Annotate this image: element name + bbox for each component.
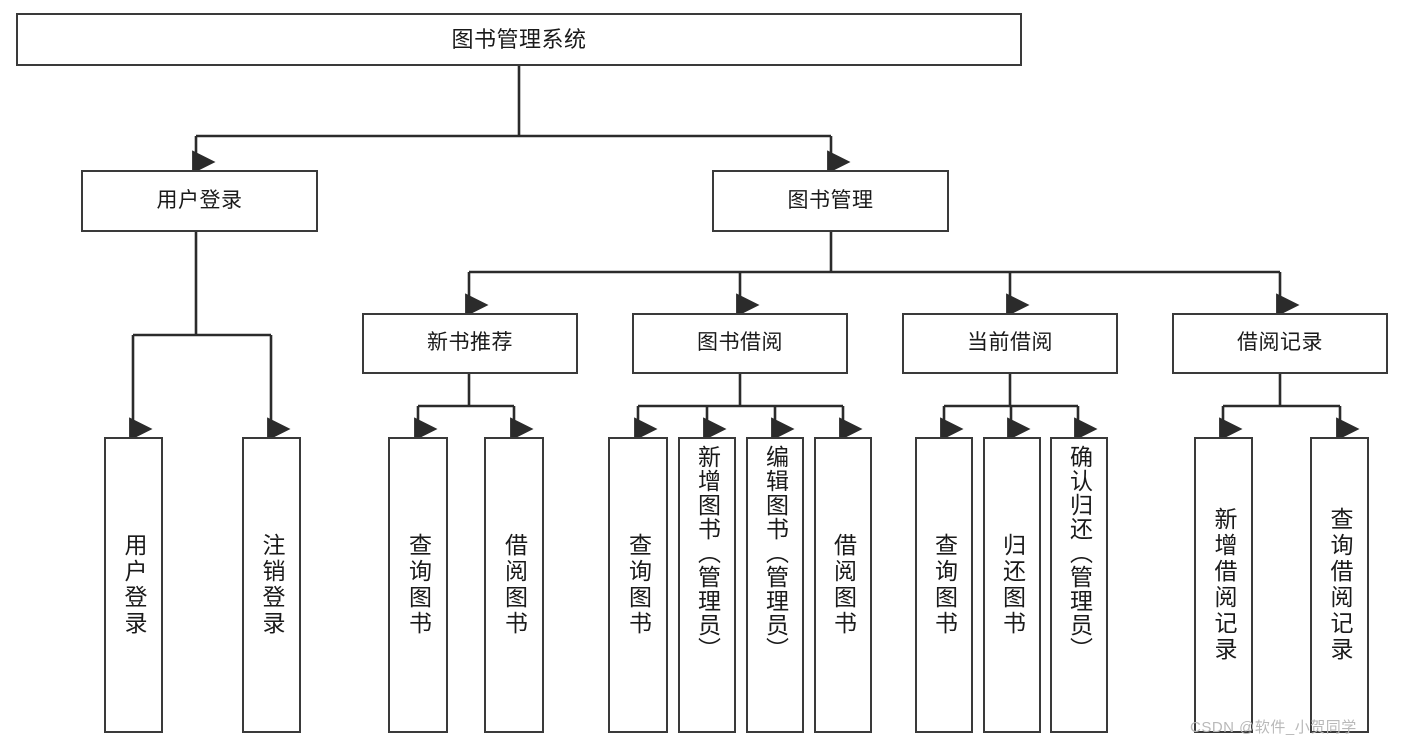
node-root-system[interactable]: 图书管理系统	[16, 13, 1022, 66]
node-leaf-add-borrow-record[interactable]: 新增借阅记录	[1194, 437, 1253, 733]
node-label: 借阅图书	[501, 533, 528, 637]
node-label: 查询图书	[405, 533, 432, 637]
node-leaf-logout[interactable]: 注销登录	[242, 437, 301, 733]
node-leaf-return-book[interactable]: 归还图书	[983, 437, 1041, 733]
node-user-login[interactable]: 用户登录	[81, 170, 318, 232]
node-label: 编辑图书（管理员）	[762, 445, 789, 661]
node-leaf-query-book-borrow[interactable]: 查询图书	[608, 437, 668, 733]
node-current-borrow[interactable]: 当前借阅	[902, 313, 1118, 374]
node-label: 图书借阅	[697, 331, 783, 355]
node-label: 确认归还（管理员）	[1066, 445, 1093, 661]
node-label: 查询借阅记录	[1327, 507, 1353, 663]
node-label: 归还图书	[999, 533, 1026, 637]
node-leaf-user-login[interactable]: 用户登录	[104, 437, 163, 733]
node-label: 当前借阅	[967, 331, 1053, 355]
node-label: 查询图书	[931, 533, 958, 637]
node-label: 借阅图书	[830, 533, 857, 637]
node-label: 图书管理	[787, 188, 874, 212]
node-label: 用户登录	[156, 188, 243, 212]
node-book-borrow[interactable]: 图书借阅	[632, 313, 848, 374]
watermark-text: CSDN @软件_小贺同学	[1190, 719, 1357, 736]
node-label: 借阅记录	[1237, 331, 1323, 355]
node-label: 新增借阅记录	[1211, 507, 1237, 663]
node-leaf-edit-book[interactable]: 编辑图书（管理员）	[746, 437, 804, 733]
node-leaf-borrow-book-borrow[interactable]: 借阅图书	[814, 437, 872, 733]
node-label: 查询图书	[625, 533, 652, 637]
node-new-book-recommend[interactable]: 新书推荐	[362, 313, 578, 374]
node-leaf-add-book[interactable]: 新增图书（管理员）	[678, 437, 736, 733]
node-label: 图书管理系统	[451, 26, 587, 52]
node-label: 新增图书（管理员）	[694, 445, 721, 661]
node-borrow-record[interactable]: 借阅记录	[1172, 313, 1388, 374]
node-book-manage[interactable]: 图书管理	[712, 170, 949, 232]
node-leaf-query-borrow-record[interactable]: 查询借阅记录	[1310, 437, 1369, 733]
node-label: 用户登录	[121, 533, 147, 637]
node-leaf-borrow-book-new[interactable]: 借阅图书	[484, 437, 544, 733]
node-label: 注销登录	[259, 533, 285, 637]
node-label: 新书推荐	[427, 331, 513, 355]
node-leaf-query-book-new[interactable]: 查询图书	[388, 437, 448, 733]
node-leaf-query-book-current[interactable]: 查询图书	[915, 437, 973, 733]
node-leaf-confirm-return[interactable]: 确认归还（管理员）	[1050, 437, 1108, 733]
